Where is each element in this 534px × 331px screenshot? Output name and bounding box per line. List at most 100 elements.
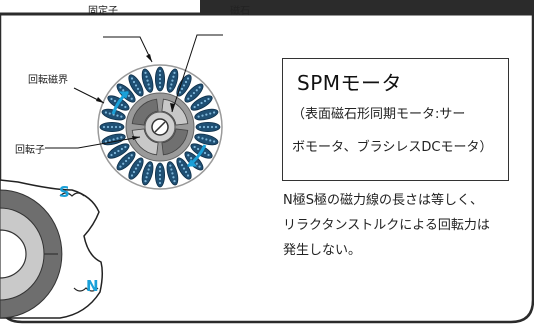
field-arrow-left-head (118, 91, 129, 99)
rotor-magnets (131, 98, 189, 156)
coil-dot (198, 165, 201, 168)
rotor-magnet-segment (131, 128, 159, 156)
coil-dot (147, 168, 150, 171)
coil-dot (104, 111, 108, 114)
coil-dot (146, 172, 149, 175)
coil-dot (144, 179, 147, 183)
coil-dot (108, 139, 111, 142)
pole-n-label: N (86, 277, 99, 295)
coil-dot (120, 147, 123, 151)
coil-dot (173, 71, 176, 75)
coil-dot (200, 101, 203, 105)
coil-dot (106, 125, 110, 129)
coil-dot (198, 86, 201, 89)
rotating-field-arrows (111, 90, 207, 168)
coil-dot (132, 170, 136, 174)
coil-dot (158, 69, 162, 73)
coil-dot (193, 145, 196, 149)
coil-dot (202, 125, 206, 129)
coil-dot (110, 97, 113, 101)
coil-dot (182, 167, 186, 170)
magnet-leader-arrow (170, 103, 175, 112)
subtitle-line-2: ボモータ、ブラシレスDCモータ） (292, 140, 493, 155)
description-line-2: リラクタンストルクによる回転力は (283, 218, 490, 233)
coil-dot (127, 157, 130, 160)
coil-dot (124, 105, 127, 109)
coil-dot (132, 80, 136, 84)
coil-dot (206, 125, 210, 129)
coil-dot (207, 97, 210, 101)
coil-dot (197, 147, 200, 151)
label-stator: 固定子 (88, 6, 118, 17)
closeup-coil-top (59, 192, 85, 197)
pole-s-label: S (59, 183, 70, 201)
coil-dot (138, 160, 142, 163)
coil-dot (120, 136, 123, 139)
coil-dot (124, 159, 128, 163)
coil-dot (158, 81, 162, 85)
coil-dot (173, 179, 176, 183)
coil-dot (148, 164, 151, 167)
coil-dot (172, 75, 175, 78)
field-arrow-right-head (187, 159, 198, 167)
coil-dot (193, 105, 196, 109)
coil-dot (178, 91, 182, 94)
coil-dot (130, 97, 133, 100)
coil-dot (138, 91, 142, 94)
coil-dot (170, 168, 173, 171)
coil-dot (169, 164, 172, 167)
coil-dot (201, 137, 204, 140)
coil-dot (195, 162, 198, 165)
coil-dot (130, 154, 133, 157)
coil-dot (144, 71, 147, 75)
coil-dot (203, 151, 207, 155)
coil-dot (187, 154, 190, 157)
coil-dot (134, 84, 138, 87)
description-line-1: N極S極の磁力線の長さは等しく、 (283, 193, 483, 208)
coil-dot (190, 94, 193, 97)
coil-dot (184, 170, 188, 174)
coil-dot (124, 145, 127, 149)
coil-dot (147, 83, 150, 86)
coil-dot (184, 80, 188, 84)
coil-dot (158, 165, 162, 169)
coil-dot (158, 181, 162, 185)
field-leader-arrow (96, 97, 104, 103)
coil-dot (114, 125, 118, 129)
rotor-leader (45, 136, 141, 149)
coil-dot (145, 75, 148, 78)
coil-dot (130, 174, 134, 177)
motor-closeup (0, 179, 104, 319)
coil-dot (110, 125, 114, 129)
coil-dot (158, 73, 162, 77)
coil-dot (134, 167, 138, 170)
coil-dot (180, 164, 184, 167)
label-rotating-field: 回転磁界 (28, 75, 68, 86)
coil-dot (178, 160, 182, 163)
coil-dot (113, 151, 117, 155)
coil-dot (158, 177, 162, 181)
coil-dot (146, 79, 149, 82)
coil-dot (108, 112, 111, 115)
coil-dot (209, 112, 212, 115)
shaft-mark (154, 121, 166, 133)
title: SPMモータ (297, 71, 403, 95)
stator-assembly (97, 64, 223, 190)
coil-dot (127, 94, 130, 97)
coil-dot (158, 169, 162, 173)
coil-dot (197, 115, 200, 118)
coil-dot (207, 153, 210, 157)
coil-dot (122, 89, 125, 92)
coil-dot (201, 114, 204, 117)
closeup-shaft (0, 229, 27, 279)
coil-dot (186, 77, 190, 80)
coil-dot (195, 89, 198, 92)
rotor-magnet-segment (161, 128, 189, 156)
coil-dot (158, 85, 162, 89)
coil-dot (171, 172, 174, 175)
coil-dot (197, 136, 200, 139)
coil-dot (117, 149, 120, 153)
coil-dot (214, 125, 218, 129)
coil-dot (210, 125, 214, 129)
